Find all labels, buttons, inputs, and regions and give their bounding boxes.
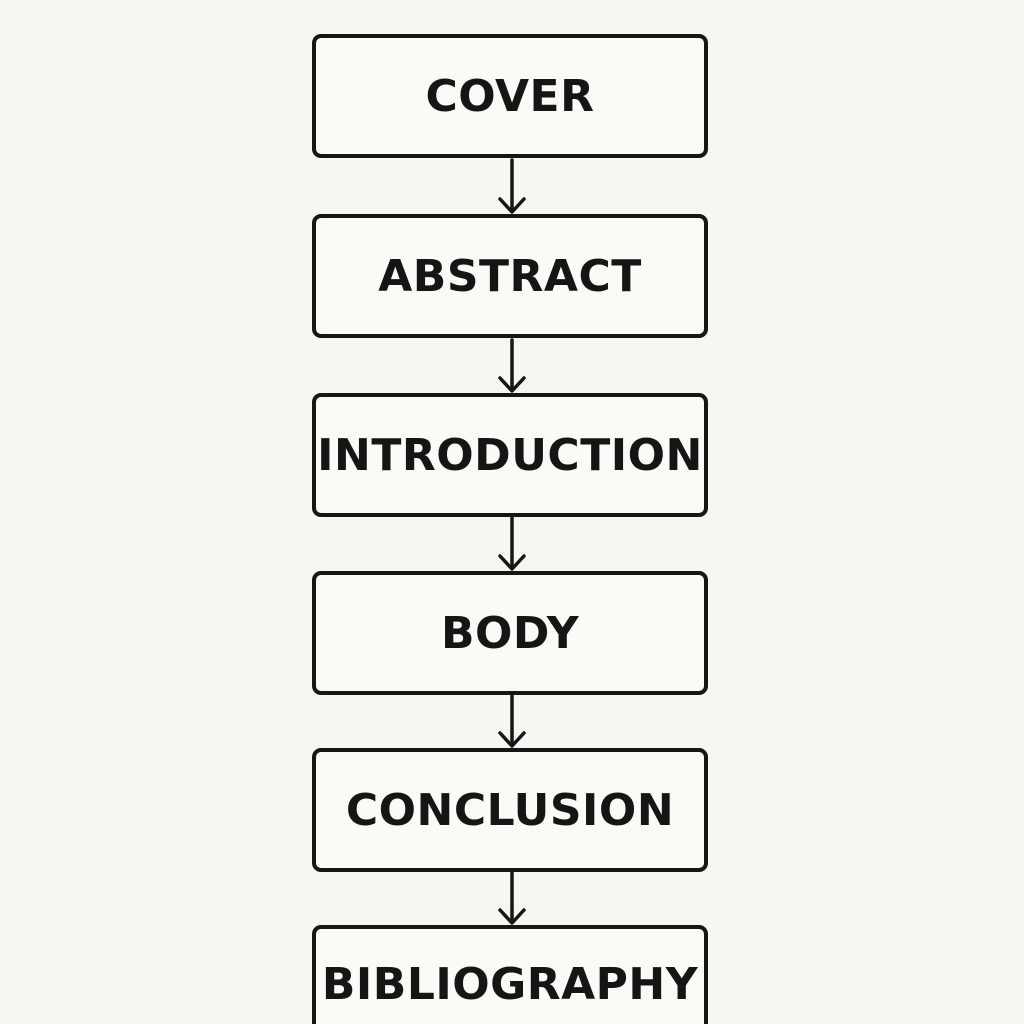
node-body: BODY <box>312 571 708 695</box>
node-conclusion: CONCLUSION <box>312 748 708 872</box>
arrow-cover-to-abstract <box>498 158 526 214</box>
node-body-label: BODY <box>440 607 580 659</box>
node-cover: COVER <box>312 34 708 158</box>
node-abstract: ABSTRACT <box>312 214 708 338</box>
node-bibliography: BIBLIOGRAPHY <box>312 925 708 1024</box>
node-bibliography-label: BIBLIOGRAPHY <box>321 959 699 1010</box>
node-cover-label: COVER <box>425 70 595 122</box>
node-introduction-label: INTRODUCTION <box>317 429 703 481</box>
arrow-body-to-conclusion <box>498 694 526 748</box>
node-conclusion-label: CONCLUSION <box>345 784 675 836</box>
arrow-conclusion-to-bibliography <box>498 871 526 925</box>
arrow-introduction-to-body <box>498 516 526 571</box>
node-abstract-label: ABSTRACT <box>378 250 642 302</box>
arrow-abstract-to-introduction <box>498 338 526 393</box>
node-introduction: INTRODUCTION <box>312 393 708 517</box>
